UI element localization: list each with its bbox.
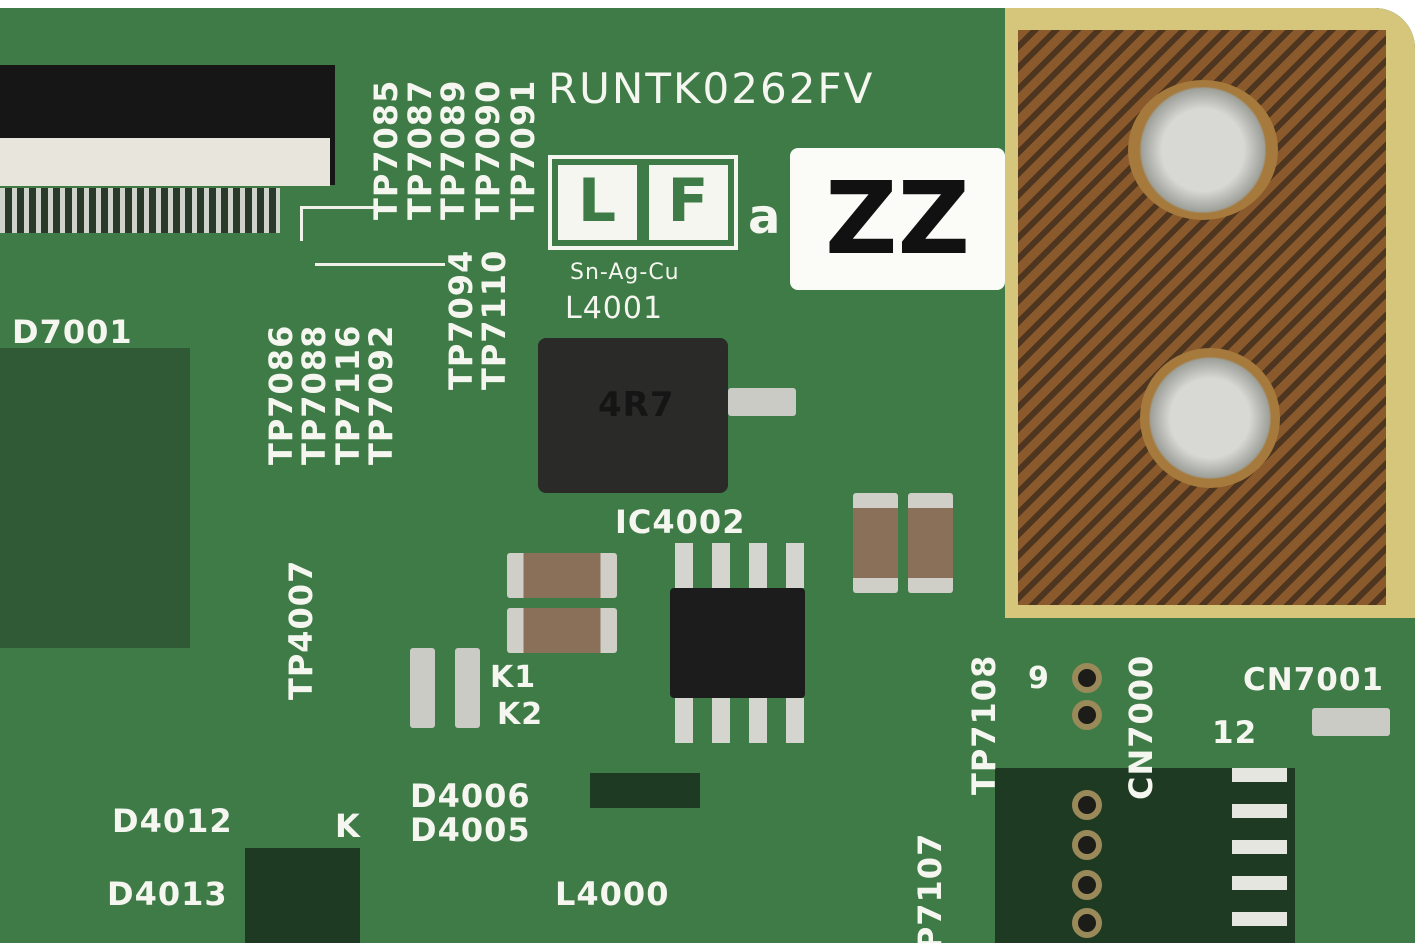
label-d4012: D4012 [112,802,233,840]
sticker-text: ZZ [824,160,971,277]
pcb-board: 4R7 RUNTK0262FV L F a ZZ Sn-Ag-Cu L4001 … [0,8,1415,943]
label-cn7000: CN7000 [1122,654,1160,800]
label-d4013: D4013 [107,875,228,913]
label-ic4002: IC4002 [615,503,746,541]
diode-pad [455,648,480,728]
cn7001-pins [1232,768,1287,943]
diode-pad [410,648,435,728]
capacitor [507,553,617,598]
diode-d4006 [590,773,700,808]
cn7000-pin [1072,870,1102,900]
cn7000-pin [1072,830,1102,860]
lead-free-letter-f: F [649,165,728,240]
label-tp7087: TP7087 [401,79,439,220]
label-k: K [335,807,361,845]
ic-pins-bottom [675,698,805,743]
label-d4005: D4005 [410,811,531,849]
cn7000-pin [1072,908,1102,938]
sticker-label: ZZ [790,148,1005,290]
label-k2: K2 [497,697,544,732]
label-d7001: D7001 [12,313,133,351]
capacitor [853,493,898,593]
label-tp7089: TP7089 [434,79,472,220]
label-tp7110: TP7110 [475,249,513,390]
inductor-l4001: 4R7 [538,338,728,493]
via-hole [1072,663,1102,693]
label-l4000: L4000 [555,875,670,913]
silkscreen-line [315,263,445,266]
mounting-screw-top [1128,80,1278,220]
label-cn7001: CN7001 [1243,662,1384,698]
mounting-screw-bottom [1140,348,1280,488]
lead-free-letter-l: L [558,165,637,240]
label-pin-9: 9 [1028,661,1050,696]
part-number: RUNTK0262FV [548,64,875,113]
inductor-marking: 4R7 [598,385,675,425]
label-k1: K1 [490,660,537,695]
lead-free-mark: L F [548,155,738,250]
ic-pins-top [675,543,805,588]
via-hole [1072,700,1102,730]
label-l4001: L4001 [565,291,664,326]
cn7000-pin [1072,790,1102,820]
label-d4006: D4006 [410,777,531,815]
inductor-pad [728,388,796,416]
label-tp7088: TP7088 [295,324,333,465]
label-tp7086: TP7086 [262,324,300,465]
label-tp7108: TP7108 [965,654,1003,795]
cn7001-pad [1312,708,1390,736]
solder-alloy: Sn-Ag-Cu [570,260,680,285]
capacitor [507,608,617,653]
label-tp7090: TP7090 [469,79,507,220]
connector-pins [0,188,280,233]
dark-trace-region-lower [245,848,360,943]
label-tp7085: TP7085 [367,79,405,220]
label-tp7092: TP7092 [362,324,400,465]
ic4002-chip [670,588,805,698]
dark-trace-region [0,348,190,648]
label-tp7116: TP7116 [329,324,367,465]
lead-free-suffix: a [748,189,782,245]
label-pin-12: 12 [1212,715,1258,751]
silkscreen-line [300,206,303,241]
capacitor [908,493,953,593]
connector-latch [0,138,330,186]
label-tp4007: TP4007 [282,559,320,700]
label-tp7091: TP7091 [504,79,542,220]
label-tp7107: TP7107 [911,832,949,943]
label-tp7094: TP7094 [442,249,480,390]
silkscreen-line [300,206,375,209]
